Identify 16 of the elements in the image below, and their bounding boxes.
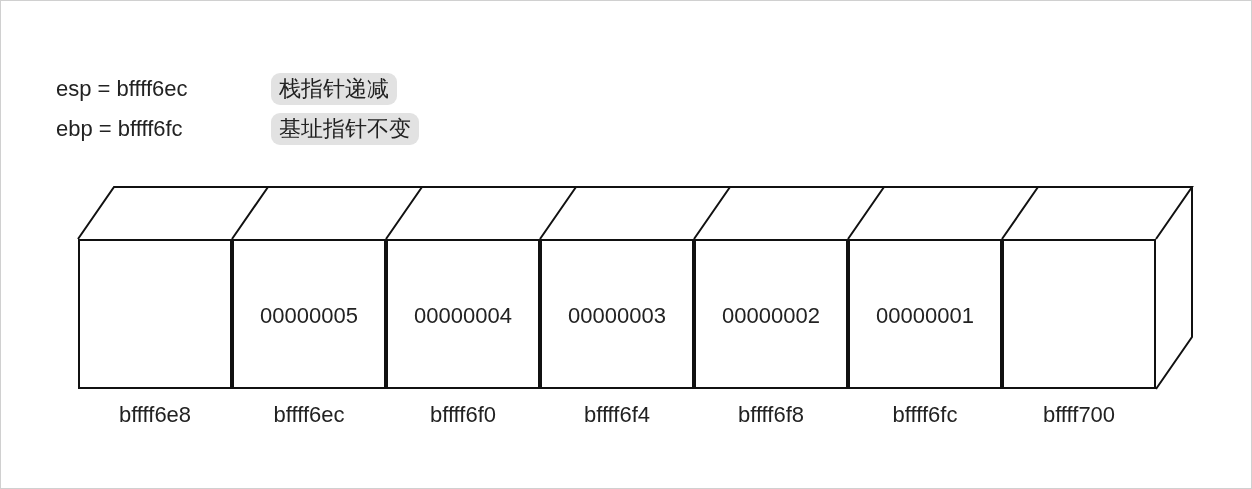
- register-label: esp = bffff6ec: [56, 76, 188, 102]
- memory-address: bffff6e8: [117, 403, 193, 427]
- hex-value: 00000001: [875, 304, 975, 328]
- hex-value: 00000003: [567, 304, 667, 328]
- hex-value: 00000002: [721, 304, 821, 328]
- register-label: ebp = bffff6fc: [56, 116, 183, 142]
- memory-address: bffff6f4: [582, 403, 652, 427]
- memory-address: bffff6f0: [428, 403, 498, 427]
- memory-address: bffff6ec: [272, 403, 346, 427]
- memory-address: bffff700: [1041, 403, 1117, 427]
- note-tag: 栈指针递减: [271, 73, 397, 105]
- note-tag: 基址指针不变: [271, 113, 419, 145]
- memory-address: bffff6fc: [891, 403, 959, 427]
- hex-value: 00000004: [413, 304, 513, 328]
- hex-value: 00000005: [259, 304, 359, 328]
- memory-address: bffff6f8: [736, 403, 806, 427]
